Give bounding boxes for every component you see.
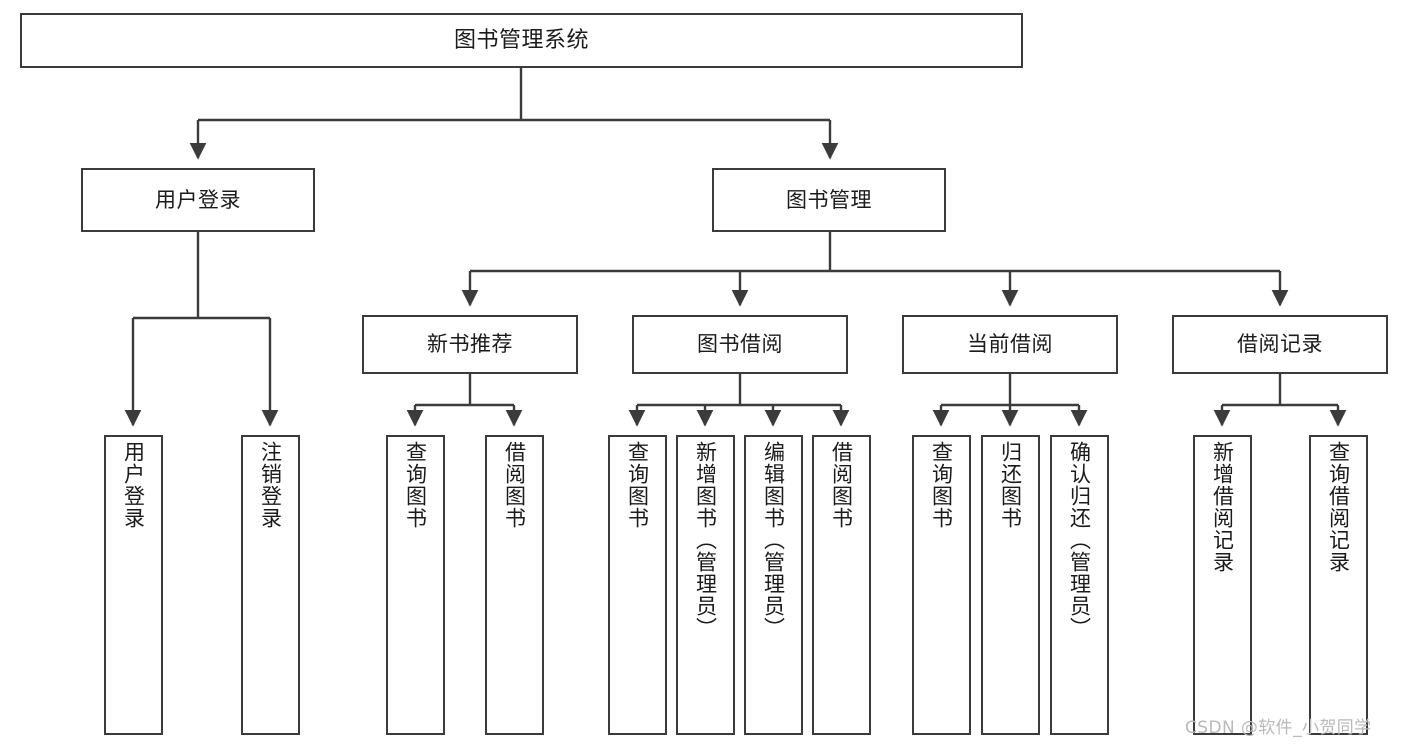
node-user-login-label: 用户登录 — [155, 187, 241, 212]
node-borrow-record[interactable]: 借阅记录 — [1172, 315, 1388, 374]
leaf-book-borrow-query[interactable]: 查询图书 — [608, 435, 667, 735]
node-book-management[interactable]: 图书管理 — [712, 168, 946, 232]
leaf-borrow-record-add[interactable]: 新增借阅记录 — [1193, 435, 1252, 735]
node-book-borrow[interactable]: 图书借阅 — [632, 315, 848, 374]
leaf-book-borrow-edit[interactable]: 编辑图书（管理员） — [744, 435, 803, 735]
node-current-borrow[interactable]: 当前借阅 — [902, 315, 1118, 374]
leaf-current-borrow-return-label: 归还图书 — [998, 441, 1023, 529]
leaf-book-borrow-query-label: 查询图书 — [625, 441, 650, 529]
node-borrow-record-label: 借阅记录 — [1237, 332, 1323, 357]
node-new-book-recommend[interactable]: 新书推荐 — [362, 315, 578, 374]
leaf-book-borrow-borrow[interactable]: 借阅图书 — [812, 435, 871, 735]
node-book-borrow-label: 图书借阅 — [697, 332, 783, 357]
leaf-new-book-query[interactable]: 查询图书 — [386, 435, 445, 735]
leaf-current-borrow-return[interactable]: 归还图书 — [981, 435, 1040, 735]
leaf-book-borrow-add[interactable]: 新增图书（管理员） — [676, 435, 735, 735]
leaf-book-borrow-borrow-label: 借阅图书 — [829, 441, 854, 529]
leaf-borrow-record-query-label: 查询借阅记录 — [1326, 441, 1351, 573]
leaf-book-borrow-add-label: 新增图书（管理员） — [693, 441, 718, 639]
node-new-book-recommend-label: 新书推荐 — [427, 332, 513, 357]
leaf-current-borrow-confirm[interactable]: 确认归还（管理员） — [1050, 435, 1109, 735]
leaf-current-borrow-query[interactable]: 查询图书 — [912, 435, 971, 735]
leaf-current-borrow-confirm-label: 确认归还（管理员） — [1067, 441, 1092, 639]
leaf-new-book-query-label: 查询图书 — [403, 441, 428, 529]
node-root-book-management-system[interactable]: 图书管理系统 — [20, 13, 1023, 68]
leaf-new-book-borrow[interactable]: 借阅图书 — [485, 435, 544, 735]
node-user-login[interactable]: 用户登录 — [81, 168, 315, 232]
node-current-borrow-label: 当前借阅 — [967, 332, 1053, 357]
leaf-new-book-borrow-label: 借阅图书 — [502, 441, 527, 529]
leaf-borrow-record-query[interactable]: 查询借阅记录 — [1309, 435, 1368, 735]
leaf-user-login-login[interactable]: 用户登录 — [104, 435, 163, 735]
leaf-book-borrow-edit-label: 编辑图书（管理员） — [761, 441, 786, 639]
leaf-user-login-logout[interactable]: 注销登录 — [241, 435, 300, 735]
leaf-current-borrow-query-label: 查询图书 — [929, 441, 954, 529]
leaf-borrow-record-add-label: 新增借阅记录 — [1210, 441, 1235, 573]
node-root-label: 图书管理系统 — [453, 27, 589, 53]
node-book-management-label: 图书管理 — [786, 187, 872, 212]
leaf-user-login-login-label: 用户登录 — [121, 441, 146, 529]
leaf-user-login-logout-label: 注销登录 — [258, 441, 283, 529]
